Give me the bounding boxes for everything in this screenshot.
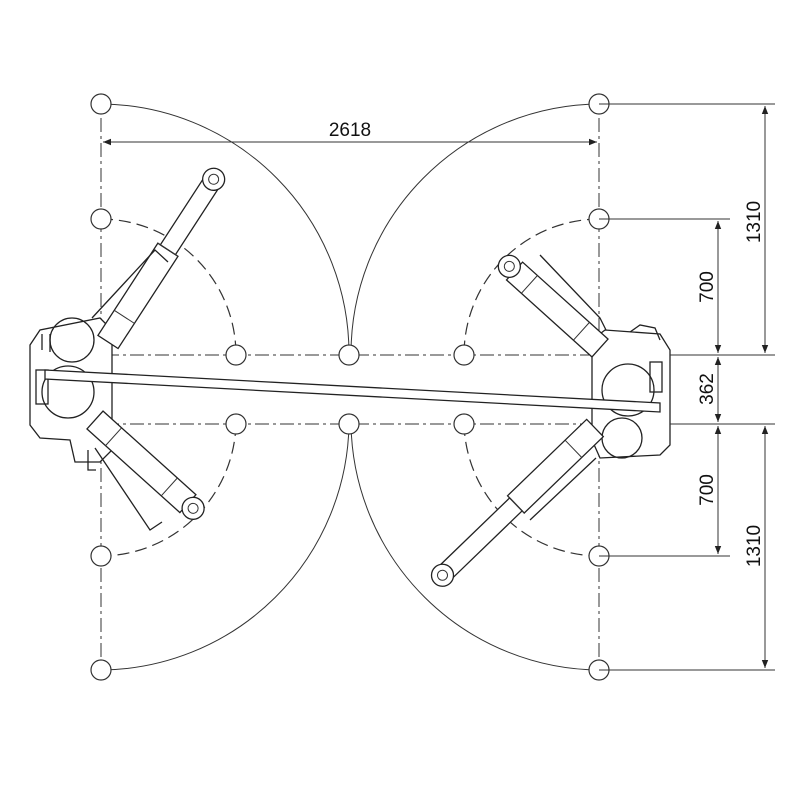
arm-left-lower	[86, 410, 205, 520]
position-circles	[90, 93, 610, 681]
arm-right-lower-pad-guard	[529, 457, 597, 521]
dimension-width-top-label: 2618	[329, 120, 371, 141]
arm-right-upper-pad-guard	[539, 254, 607, 331]
inner-swing-arcs	[100, 218, 600, 557]
right-column	[591, 324, 671, 459]
dimension-right-inner-bottom: 700	[697, 426, 722, 554]
dimension-right-middle: 362	[697, 357, 722, 422]
dimension-extension-lines	[599, 103, 775, 671]
dimension-right-outer-top-label: 1310	[744, 201, 765, 243]
dimension-right-outer-top: 1310	[744, 106, 769, 353]
dimension-right-inner-top-label: 700	[697, 271, 718, 303]
dimension-width-top: 2618	[103, 120, 597, 146]
dimension-right-outer-bottom: 1310	[744, 426, 769, 668]
dimension-right-middle-label: 362	[697, 373, 718, 405]
swing-arcs	[100, 103, 600, 671]
dimension-right-inner-bottom-label: 700	[697, 474, 718, 506]
dimension-right-inner-top: 700	[697, 221, 722, 353]
arm-left-upper	[97, 167, 226, 350]
arm-left-lower-pad-guard	[94, 447, 163, 531]
dimension-right-outer-bottom-label: 1310	[744, 525, 765, 567]
left-column	[29, 317, 113, 471]
cross-beam	[44, 369, 661, 413]
arm-right-upper	[497, 254, 609, 358]
arm-left-upper-pad-guard	[91, 249, 169, 319]
arm-right-lower	[430, 418, 605, 587]
